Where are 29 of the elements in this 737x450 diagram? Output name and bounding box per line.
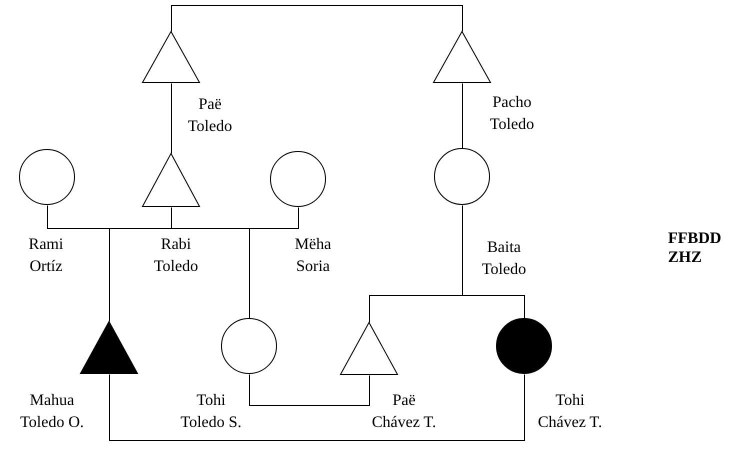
person-name: Tohi Toledo S. <box>179 391 243 433</box>
person-name: Mëha Soria <box>294 235 332 277</box>
kinship-line <box>171 83 172 154</box>
kinship-line <box>462 205 525 319</box>
person-name: Tohi Chávez T. <box>536 391 604 433</box>
person-name: Rami Ortíz <box>28 235 64 277</box>
person-name: Rabi Toledo <box>152 235 200 277</box>
filled-female-circle <box>496 318 552 374</box>
kinship-line <box>171 207 250 319</box>
person-name: Baita Toledo <box>480 238 528 280</box>
female-circle <box>434 148 490 205</box>
kinship-code: ZHZ <box>668 248 703 267</box>
male-triangle <box>142 153 200 207</box>
kinship-line <box>462 83 463 149</box>
person-name: Mahua Toledo O. <box>19 391 85 433</box>
female-circle <box>221 318 277 374</box>
female-circle <box>270 151 326 207</box>
female-circle <box>19 149 75 205</box>
male-triangle <box>142 31 200 83</box>
person-name: Paë Toledo <box>186 95 234 137</box>
filled-male-triangle <box>80 321 138 374</box>
kinship-line <box>171 5 463 32</box>
male-triangle <box>433 31 491 83</box>
kinship-line <box>109 374 525 441</box>
kinship-code: FFBDD <box>668 229 722 248</box>
male-triangle <box>340 322 398 375</box>
person-name: Pacho Toledo <box>488 93 536 135</box>
person-name: Paë Chávez T. <box>370 391 438 433</box>
kinship-line <box>249 374 370 406</box>
